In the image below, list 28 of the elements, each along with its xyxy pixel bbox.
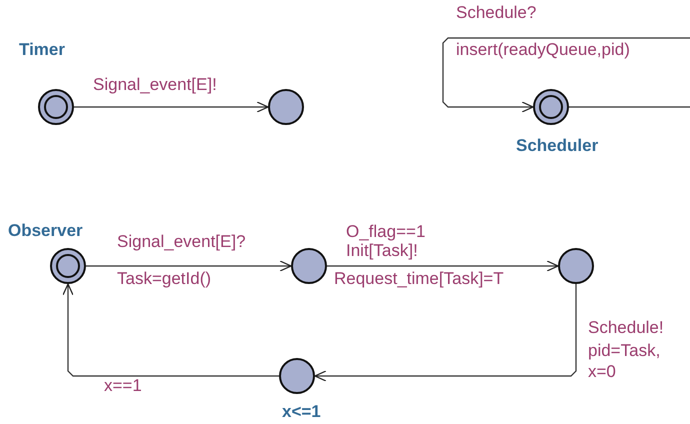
state-circle (278, 357, 316, 395)
transition-arrow (86, 260, 292, 272)
automaton-name: Scheduler (516, 136, 598, 156)
invariant-label: x<=1 (282, 402, 321, 422)
automaton-name: Observer (8, 221, 83, 241)
transition-arrow (74, 101, 269, 113)
state-circle (557, 247, 595, 285)
edge-label: Init[Task]! (346, 241, 418, 261)
automaton-name: Timer (19, 40, 65, 60)
initial-state-circle (49, 247, 87, 285)
edge-label: x==1 (104, 376, 142, 396)
state-circle (290, 247, 328, 285)
initial-state-circle (532, 88, 570, 126)
edge-label: Task=getId() (117, 269, 212, 289)
edge-label: Signal_event[E]? (117, 232, 246, 252)
transition-arrow (327, 260, 559, 272)
transition-arrow (442, 37, 690, 113)
edge-label: insert(readyQueue,pid) (456, 40, 630, 60)
state-circle (267, 88, 305, 126)
edge-label: O_flag==1 (346, 222, 426, 242)
edge-label: Signal_event[E]! (93, 75, 217, 95)
edge-label: pid=Task, x=0 (588, 340, 662, 382)
initial-state-circle (37, 88, 75, 126)
edge-label: Schedule! (588, 318, 664, 338)
transition-arrow (62, 283, 279, 377)
edge-label: Request_time[Task]=T (334, 269, 504, 289)
edge-label: Schedule? (456, 3, 536, 23)
transition-arrow (314, 284, 577, 382)
